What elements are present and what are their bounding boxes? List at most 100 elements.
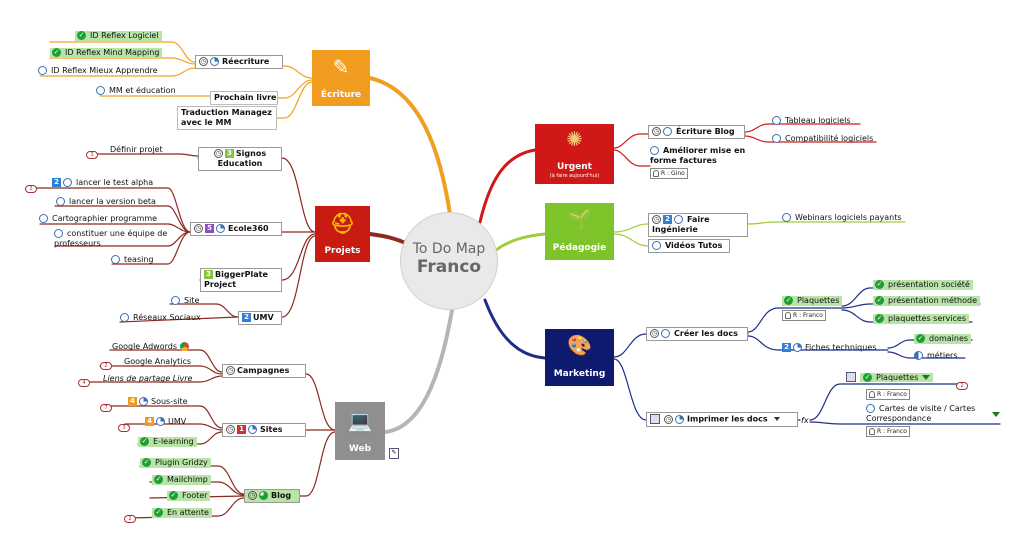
branch-ecriture[interactable]: ✎ Écriture — [312, 50, 370, 106]
plaquettes-item-3[interactable]: ✓plaquettes services — [873, 314, 970, 324]
blog-item-3[interactable]: ✓Footer — [167, 491, 211, 501]
urgent-blog-item-2-label: Compatibilité logiciels — [785, 134, 874, 143]
check-icon: ✓ — [916, 334, 925, 343]
plaquettes-item-2[interactable]: ✓présentation méthode — [873, 296, 980, 306]
imprimer-plaquettes[interactable]: ✓Plaquettes — [846, 372, 934, 383]
badge-icon: 2 — [956, 382, 968, 390]
projets-definir[interactable]: Définir projet — [110, 145, 163, 155]
fiches-item-2[interactable]: métiers — [914, 351, 957, 361]
blog-item-1[interactable]: ✓Plugin Gridzy — [140, 458, 211, 468]
ecriture-item-1[interactable]: ✓ID Reflex Logiciel — [75, 31, 162, 41]
topic-reecriture-label: Réecriture — [222, 57, 270, 66]
sites-item-3[interactable]: ✓E-learning — [138, 437, 197, 447]
pedagogie-webinars[interactable]: Webinars logiciels payants — [782, 213, 902, 223]
urgent-blog-item-1[interactable]: Tableau logiciels — [772, 116, 851, 126]
check-icon: ✓ — [154, 508, 163, 517]
topic-campagnes-label: Campagnes — [237, 366, 290, 375]
ecriture-item-3[interactable]: ID Reflex Mieux Apprendre — [38, 66, 158, 76]
ecole-item-2[interactable]: lancer la version beta — [56, 197, 156, 207]
fiches-item-2-label: métiers — [927, 351, 958, 360]
progress-icon — [675, 414, 684, 424]
topic-traduction-label: Traduction Managez avec le MM — [181, 108, 272, 127]
badge-icon: 7 — [100, 404, 112, 412]
campagnes-item-1[interactable]: Google Adwords — [112, 342, 189, 352]
ecriture-item-3-label: ID Reflex Mieux Apprendre — [51, 66, 158, 75]
topic-campagnes[interactable]: ◷Campagnes — [222, 364, 306, 378]
task-circle-icon — [54, 229, 63, 238]
priority-icon: 3 — [204, 270, 213, 279]
topic-ingenierie-label: Faire Ingénierie — [652, 215, 710, 234]
explosion-icon: ✺ — [566, 127, 583, 151]
task-circle-icon — [111, 255, 120, 264]
topic-videos[interactable]: Vidéos Tutos — [648, 239, 730, 253]
campagnes-item-2[interactable]: Google Analytics — [124, 357, 191, 367]
ecriture-mm-education[interactable]: MM et éducation — [96, 86, 176, 96]
umv-item-reseaux[interactable]: Réseaux Sociaux — [120, 313, 201, 323]
check-icon: ✓ — [142, 458, 151, 467]
branch-marketing-label: Marketing — [553, 369, 606, 379]
ecole-item-5[interactable]: teasing — [111, 255, 154, 265]
blog-item-4[interactable]: ✓En attente — [152, 508, 212, 518]
priority-icon: 2 — [242, 313, 251, 322]
task-circle-icon — [652, 241, 661, 250]
dropdown-arrow-icon[interactable] — [773, 417, 780, 421]
umv-item-site-label: Site — [184, 296, 200, 305]
check-icon: ✓ — [154, 475, 163, 484]
ecole-item-3[interactable]: Cartographier programme — [39, 214, 157, 224]
branch-projets[interactable]: ⛑ Projets — [315, 206, 370, 262]
half-done-icon — [914, 351, 923, 360]
task-circle-icon — [661, 329, 670, 338]
clock-icon: ◷ — [248, 491, 257, 500]
fiches-item-1[interactable]: ✓domaines — [914, 334, 972, 344]
topic-ecriture-blog[interactable]: ◷Écriture Blog — [648, 125, 745, 139]
task-circle-icon — [171, 296, 180, 305]
dropdown-arrow-icon[interactable] — [922, 374, 931, 380]
branch-web[interactable]: 💻 Web — [335, 402, 385, 460]
central-topic[interactable]: To Do Map Franco — [400, 212, 498, 310]
topic-prochain-livre[interactable]: Prochain livre — [210, 91, 278, 105]
imprimer-cartes[interactable]: Cartes de visite / Cartes Correspondance — [866, 404, 986, 424]
badge-icon: 4 — [78, 379, 90, 387]
formula-icon[interactable]: fx — [801, 416, 809, 425]
branch-marketing[interactable]: 🎨 Marketing — [545, 329, 614, 386]
topic-blog[interactable]: ◷Blog — [244, 489, 300, 503]
ecriture-item-1-label: ID Reflex Logiciel — [90, 31, 159, 40]
topic-traduction[interactable]: Traduction Managez avec le MM — [177, 106, 277, 130]
ecole-item-4[interactable]: constituer une équipe de professeurs — [54, 229, 169, 249]
blog-item-2[interactable]: ✓Mailchimp — [152, 475, 211, 485]
topic-reecriture[interactable]: ◷Réecriture — [195, 55, 283, 69]
clock-icon: ◷ — [226, 366, 235, 375]
plaquettes-item-1[interactable]: ✓présentation société — [873, 280, 973, 290]
branch-urgent[interactable]: ✺ Urgent (à faire aujourd'hui) — [535, 124, 614, 184]
pencil-note-icon: ✎ — [332, 55, 350, 79]
umv-item-site[interactable]: Site — [171, 296, 199, 306]
urgent-blog-item-2[interactable]: Compatibilité logiciels — [772, 134, 873, 144]
resource-tag: R : Gino — [650, 168, 688, 179]
topic-creer-docs[interactable]: ◷Créer les docs — [646, 327, 748, 341]
blog-item-3-label: Footer — [182, 491, 208, 500]
marketing-plaquettes[interactable]: ✓Plaquettes — [782, 296, 843, 306]
check-icon: ✓ — [140, 437, 149, 446]
topic-prochain-livre-label: Prochain livre — [214, 93, 277, 102]
topic-imprimer-docs[interactable]: ◷Imprimer les docs — [646, 412, 798, 427]
dropdown-arrow-icon[interactable] — [992, 412, 1000, 417]
branch-pedagogie[interactable]: 🌱 Pédagogie — [545, 203, 614, 260]
check-icon: ✓ — [863, 372, 872, 382]
campagnes-item-3[interactable]: Liens de partage Livre — [103, 374, 192, 384]
note-icon[interactable]: ✎ — [389, 448, 399, 459]
task-circle-icon — [674, 215, 683, 224]
branch-urgent-label: Urgent — [556, 162, 592, 172]
ecriture-item-2[interactable]: ✓ID Reflex Mind Mapping — [50, 48, 163, 58]
badge-icon: 2 — [124, 515, 136, 523]
topic-factures[interactable]: Améliorer mise en forme factures — [650, 146, 760, 166]
